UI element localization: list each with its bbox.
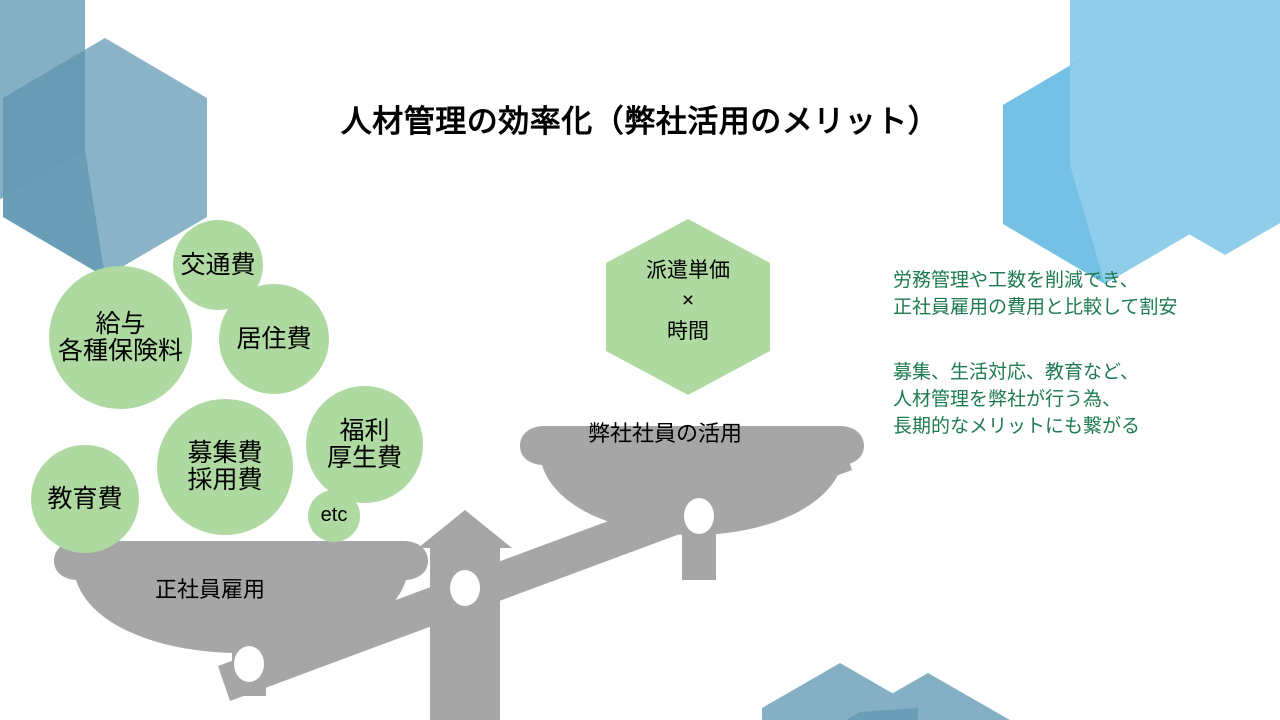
benefit-note-management: 募集、生活対応、教育など、 人材管理を弊社が行う為、 長期的なメリットにも繋がる bbox=[893, 362, 1141, 437]
scale-fulcrum-column bbox=[430, 514, 500, 720]
scale-left-pivot-hole bbox=[234, 646, 264, 682]
deco-hex-top-left-small bbox=[3, 38, 207, 277]
scale-center-pivot-hole bbox=[450, 570, 480, 606]
cost-bubble-etc bbox=[308, 490, 360, 542]
deco-hex-top-left-overlap bbox=[3, 38, 105, 277]
deco-hex-top-right-small bbox=[1003, 45, 1207, 284]
dispatch-rate-hexagon bbox=[606, 219, 770, 395]
scale-fulcrum-cap bbox=[418, 510, 512, 548]
cost-bubble-salary bbox=[49, 266, 192, 409]
deco-hex-top-right-group bbox=[1003, 0, 1280, 284]
cost-bubble-recruiting bbox=[157, 399, 293, 535]
scale-left-pan-label: 正社員雇用 bbox=[155, 577, 266, 602]
cost-bubble-education bbox=[31, 445, 139, 553]
scale-left-pan bbox=[54, 541, 428, 653]
dispatch-rate-hexagon-label: 派遣単価 × 時間 bbox=[646, 259, 730, 343]
page-title: 人材管理の効率化（弊社活用のメリット） bbox=[340, 104, 940, 139]
cost-bubble-welfare bbox=[306, 386, 423, 503]
deco-hex-top-right-overlap bbox=[1003, 45, 1105, 284]
scale-right-pivot-hole bbox=[684, 498, 714, 534]
balance-scale bbox=[54, 426, 864, 720]
cost-bubble-housing bbox=[219, 284, 329, 394]
dispatch-rate-hexagon-shape bbox=[606, 219, 770, 395]
scale-right-pan bbox=[520, 426, 864, 535]
scale-right-pan-label: 弊社社員の活用 bbox=[588, 421, 743, 446]
benefit-note-cost: 労務管理や工数を削減でき、 正社員雇用の費用と比較して割安 bbox=[893, 270, 1178, 318]
